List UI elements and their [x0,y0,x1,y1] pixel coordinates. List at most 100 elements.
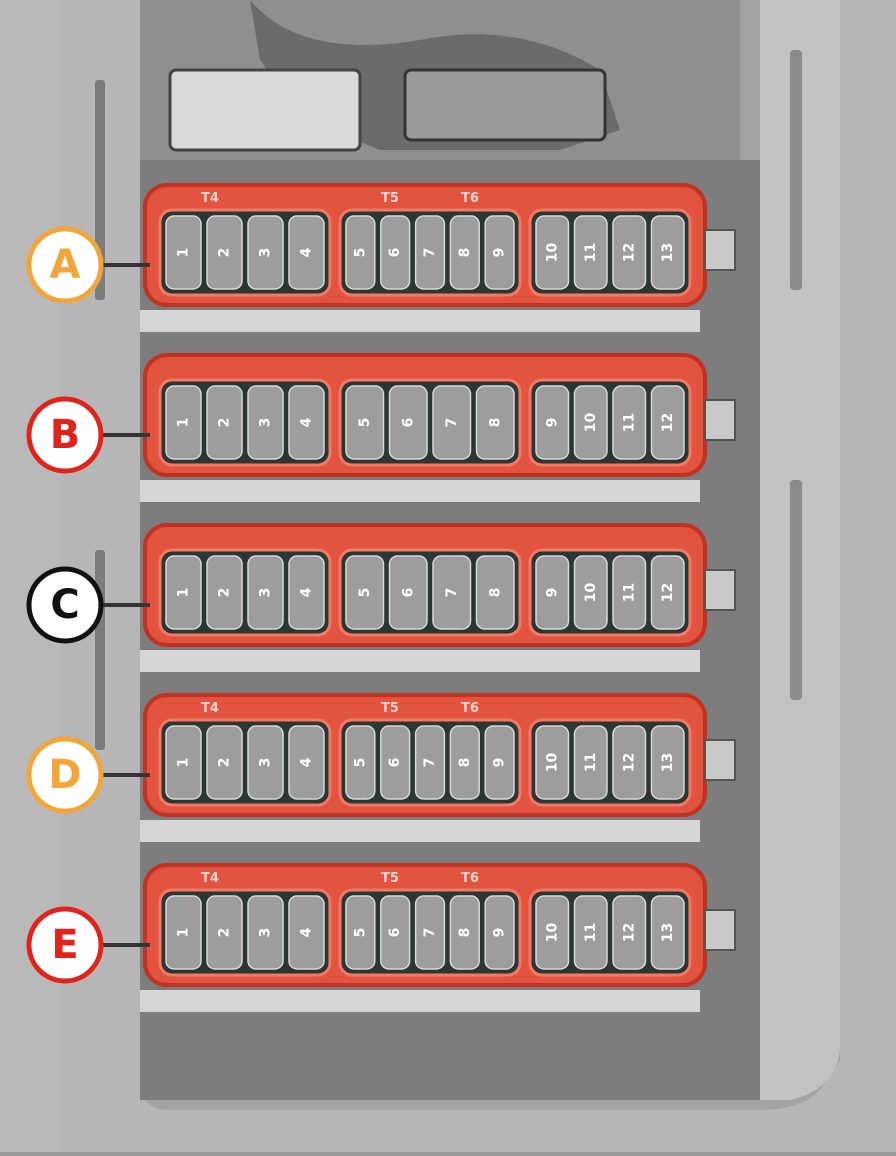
fuse[interactable] [484,895,515,970]
fuse-number: 4 [299,757,315,767]
callout-badge [26,226,104,304]
fuse[interactable] [206,725,243,800]
fuse[interactable] [345,555,385,630]
fuse[interactable] [612,895,647,970]
fuse[interactable] [247,555,284,630]
fuse[interactable] [380,215,411,290]
fuse[interactable] [449,215,480,290]
callout-letter: B [50,412,81,458]
fuse-number: 12 [621,243,637,262]
fuse[interactable] [345,895,376,970]
fuse[interactable] [165,555,202,630]
fuse[interactable] [484,725,515,800]
carrier-latch [704,399,736,441]
fuse[interactable] [650,895,685,970]
fuse[interactable] [573,725,608,800]
fuse[interactable] [573,215,608,290]
fuse[interactable] [288,555,325,630]
fuse[interactable] [573,895,608,970]
fuse[interactable] [165,725,202,800]
fuse[interactable] [612,215,647,290]
fuse[interactable] [650,725,685,800]
fuse[interactable] [650,215,685,290]
fuse[interactable] [247,385,284,460]
fuse[interactable] [206,895,243,970]
group-header: T4 [201,871,219,886]
fuse[interactable] [612,385,647,460]
fuse[interactable] [414,895,446,970]
fuse-group-frame [158,888,332,977]
fuse[interactable] [247,725,284,800]
fuse[interactable] [432,385,472,460]
fuse-number: 2 [217,248,233,258]
fuse[interactable] [345,215,376,290]
fuse[interactable] [475,555,515,630]
fuse-number: 5 [352,248,368,258]
fuse[interactable] [165,895,202,970]
fuse[interactable] [414,215,446,290]
row-callout-b: B [26,396,150,474]
fuse-number: 4 [299,927,315,937]
fuse[interactable] [165,385,202,460]
fuse-number: 7 [422,758,438,768]
fuse[interactable] [380,895,411,970]
fuse[interactable] [535,895,570,970]
fuse[interactable] [206,385,243,460]
fuse-number: 1 [176,588,192,598]
fuse[interactable] [535,215,570,290]
fuse[interactable] [535,555,570,630]
fuse[interactable] [288,385,325,460]
fuse[interactable] [345,385,385,460]
fuse[interactable] [414,725,446,800]
right-slot-bottom [790,480,802,700]
fuse[interactable] [388,385,428,460]
fuse-number: 3 [258,248,274,258]
fuse[interactable] [449,895,480,970]
fuse-number: 4 [299,587,315,597]
fuse-number: 13 [660,923,676,942]
fuse-number: 6 [387,758,403,768]
fuse[interactable] [475,385,515,460]
fuse[interactable] [380,725,411,800]
fuse[interactable] [288,895,325,970]
fuse-number: 8 [457,758,473,768]
fuse[interactable] [345,725,376,800]
fuse-number: 3 [258,928,274,938]
fuse[interactable] [484,215,515,290]
fuse[interactable] [612,555,647,630]
fuse-number: 9 [492,758,508,768]
group-header: T4 [201,701,219,716]
fuse[interactable] [388,555,428,630]
fuse-number: 2 [217,928,233,938]
fuse[interactable] [206,215,243,290]
fuse[interactable] [288,725,325,800]
fuse[interactable] [165,215,202,290]
fuse[interactable] [206,555,243,630]
fuse[interactable] [449,725,480,800]
fuse[interactable] [573,385,608,460]
fuse-group-frame [528,378,692,467]
fuse[interactable] [535,385,570,460]
fuse[interactable] [247,895,284,970]
fuse[interactable] [573,555,608,630]
fuse[interactable] [247,215,284,290]
group-header: T5 [381,191,399,206]
fuse[interactable] [432,555,472,630]
fuse[interactable] [612,725,647,800]
fuse[interactable] [650,555,685,630]
fuse[interactable] [288,215,325,290]
fuse-group-frame [158,208,332,297]
fuse[interactable] [535,725,570,800]
fuse[interactable] [650,385,685,460]
fuse-number: 2 [217,418,233,428]
fuse-group-frame [338,378,522,467]
